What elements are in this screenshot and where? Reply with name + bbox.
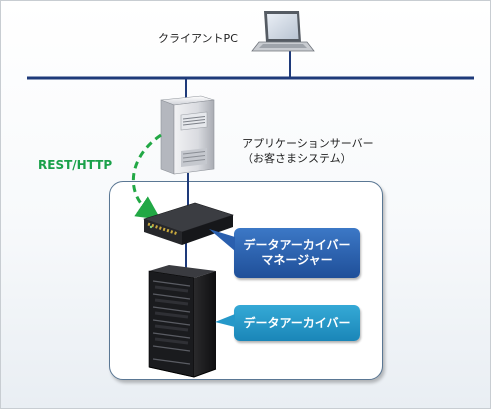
app-server-label: アプリケーションサーバー （お客さまシステム） (242, 136, 374, 166)
archiver-manager-callout-line1: データアーカイバー (243, 238, 351, 252)
laptop-icon (251, 11, 315, 52)
archiver-callout-tail (215, 314, 235, 327)
archiver-manager-callout-line2: マネージャー (261, 253, 333, 267)
protocol-label: REST/HTTP (38, 158, 113, 172)
rest-http-arrow (131, 133, 162, 220)
app-server-label-line2: （お客さまシステム） (242, 152, 352, 165)
server-rack-icon (148, 265, 217, 378)
archiver-manager-callout: データアーカイバー マネージャー (234, 228, 360, 278)
archiver-callout-label: データアーカイバー (243, 315, 351, 330)
network-switch-icon (143, 202, 234, 245)
manager-callout-tail (209, 229, 235, 251)
client-pc-label: クライアントPC (158, 32, 238, 45)
server-icon (160, 95, 215, 175)
archiver-callout: データアーカイバー (234, 305, 360, 341)
app-server-label-line1: アプリケーションサーバー (242, 137, 374, 150)
